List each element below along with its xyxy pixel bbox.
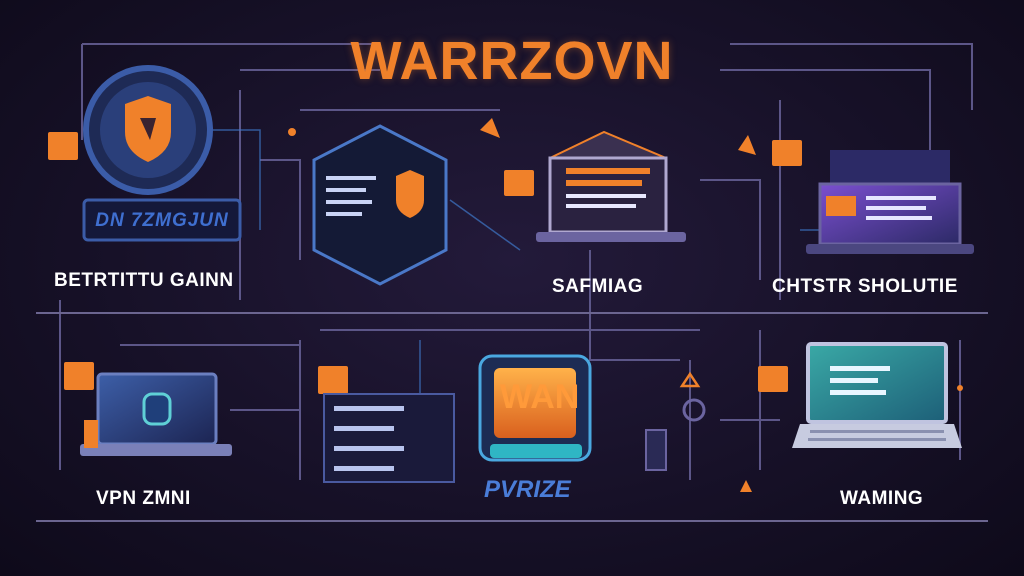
laptop-bottom-right [792,342,962,448]
divider-bottom [36,520,988,522]
caption-top-right: CHTSTR SHOLUTIE [772,276,958,297]
screen-label: WAN [500,378,580,416]
laptop-bottom-left [80,372,232,456]
caption-top-left: BETRTITTU GAINN [54,270,234,291]
laptop-center-top [536,130,686,242]
server-tower [645,371,706,471]
caption-bottom-left: VPN ZMNI [96,488,191,509]
caption-bottom-center: PVRIZE [484,476,571,503]
laptop-top-right [806,150,974,254]
emblem-label: DN 7ZMGJUN [95,210,229,231]
shield-emblem [82,65,242,242]
list-panel [323,393,455,483]
circuit-lines [59,43,973,480]
caption-bottom-right: WAMING [840,488,924,509]
wan-screen-device [478,354,592,462]
accent-sparks [288,118,963,492]
caption-top-center: SAFMIAG [552,276,644,297]
page-title: WARRZOVN [350,31,674,91]
orange-tags [48,132,802,394]
hexagon-panel [312,124,448,286]
divider-top [36,312,988,314]
